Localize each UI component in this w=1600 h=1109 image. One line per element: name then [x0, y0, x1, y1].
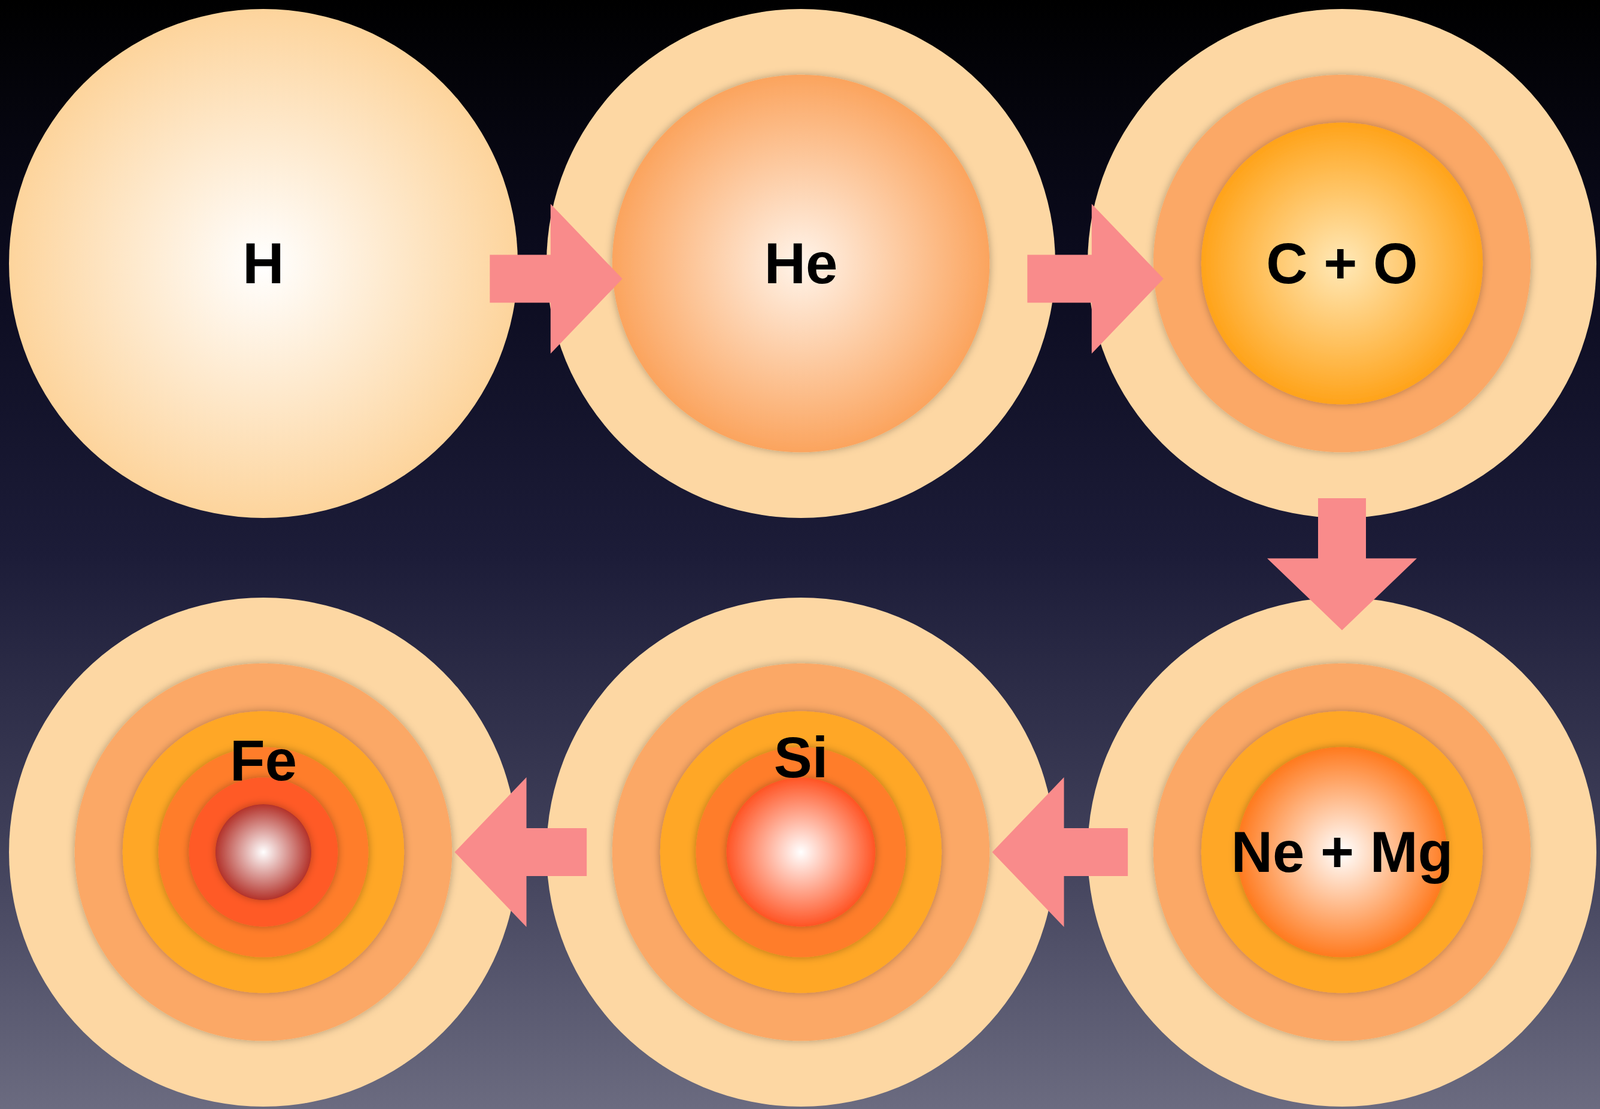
- element-label: Si: [773, 725, 829, 789]
- label-group: H: [242, 231, 284, 296]
- shell-circle: [1201, 122, 1483, 405]
- star-circle: H: [8, 8, 519, 519]
- element-label: C + O: [1265, 231, 1418, 296]
- star-circle: C + O: [1087, 8, 1598, 519]
- shell-circle: [546, 597, 1056, 1107]
- shell-circle: [122, 711, 405, 993]
- shell-circle: [546, 8, 1056, 518]
- shell-circle: [612, 663, 990, 1041]
- star-circle: Ne + Mg: [1087, 596, 1598, 1107]
- flow-arrow: [1027, 204, 1164, 354]
- shell-circle: [1153, 74, 1531, 452]
- shell-circle: [1201, 711, 1483, 993]
- shell-circle: [660, 711, 942, 993]
- shell-circle: [612, 74, 990, 452]
- flow-arrow: [992, 776, 1129, 927]
- label-group: Fe: [229, 728, 297, 792]
- star-circle: Fe: [8, 596, 519, 1107]
- shell-layers: [8, 596, 519, 1107]
- shell-circle: [1087, 597, 1597, 1107]
- label-group: Ne + Mg: [1231, 820, 1454, 884]
- label-group: Si: [773, 725, 829, 789]
- shell-layers: [545, 596, 1056, 1107]
- star-circle: Si: [545, 596, 1056, 1107]
- shell-circle: [1087, 8, 1597, 518]
- element-label: He: [764, 231, 839, 296]
- element-label: Ne + Mg: [1231, 820, 1454, 884]
- element-label: Fe: [229, 728, 297, 792]
- shell-circle: [726, 777, 876, 927]
- shell-circle: [8, 8, 518, 518]
- shell-circle: [8, 597, 518, 1107]
- flow-arrow: [489, 204, 623, 354]
- label-group: C + O: [1265, 231, 1418, 296]
- flow-arrow: [454, 776, 588, 927]
- shell-circle: [215, 803, 312, 900]
- element-label: H: [242, 231, 284, 296]
- flow-arrow: [1267, 498, 1417, 631]
- star-circle: He: [545, 8, 1056, 519]
- shell-circle: [74, 663, 452, 1041]
- shell-circle: [1153, 663, 1531, 1041]
- shell-circle: [189, 777, 339, 927]
- label-group: He: [764, 231, 839, 296]
